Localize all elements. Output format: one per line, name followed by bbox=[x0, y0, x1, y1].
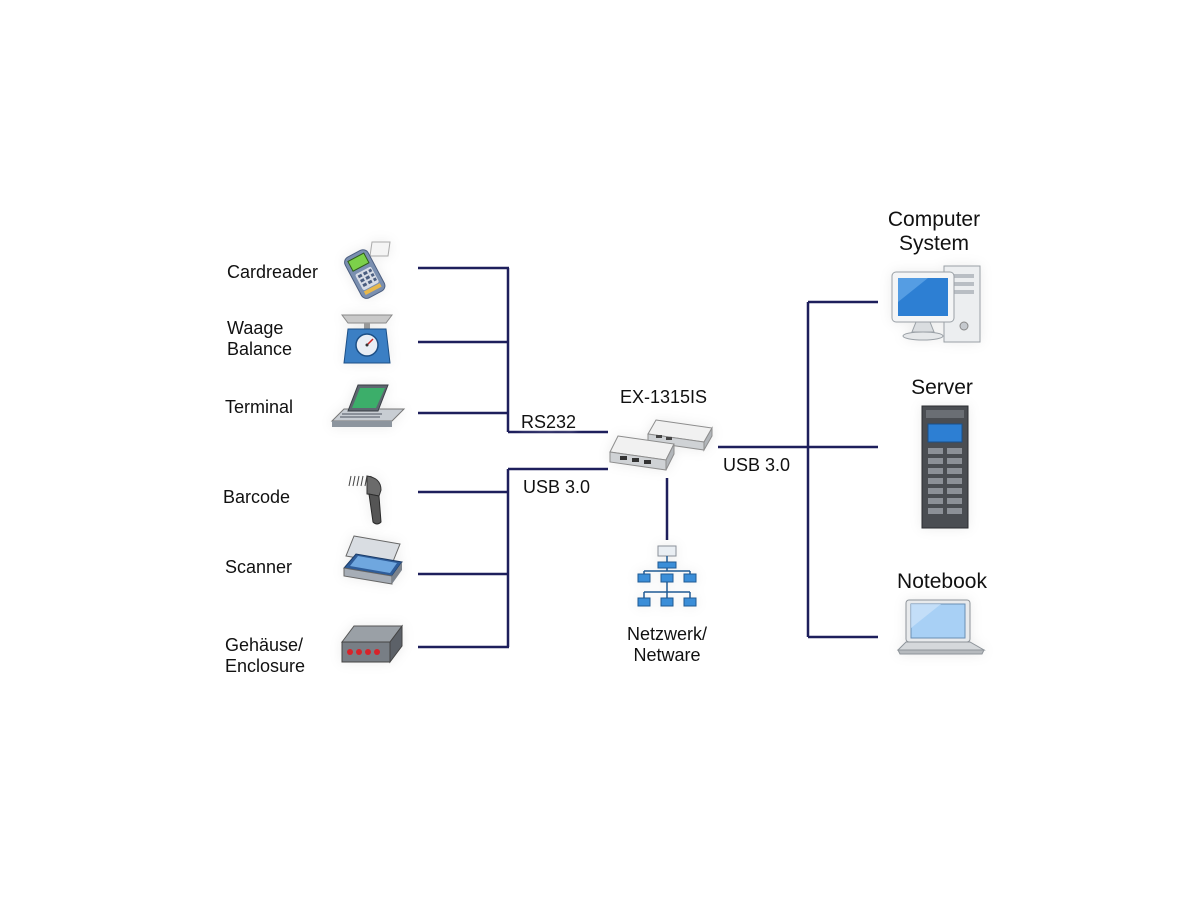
label-netzwerk: Netzwerk/ bbox=[626, 624, 707, 644]
label-balance: Balance bbox=[227, 339, 293, 359]
usb-hub-icon bbox=[608, 414, 720, 485]
label-waage: Waage bbox=[227, 318, 284, 338]
label-gehaeuse: Gehäuse/ bbox=[225, 635, 304, 655]
label-computer: Computer bbox=[887, 208, 981, 231]
cardreader-icon bbox=[336, 240, 396, 301]
notebook-icon bbox=[896, 598, 988, 665]
label-netware: Netware bbox=[633, 645, 701, 665]
label-notebook: Notebook bbox=[897, 570, 987, 593]
label-cardreader: Cardreader bbox=[227, 262, 319, 282]
desktop-computer-icon bbox=[888, 262, 988, 351]
label-usb-left: USB 3.0 bbox=[523, 477, 591, 497]
scale-icon bbox=[338, 307, 396, 372]
label-enclosure: Enclosure bbox=[225, 656, 306, 676]
flatbed-scanner-icon bbox=[340, 534, 406, 601]
label-barcode: Barcode bbox=[223, 487, 291, 507]
label-rs232: RS232 bbox=[521, 412, 577, 432]
label-server: Server bbox=[911, 376, 973, 399]
label-scanner: Scanner bbox=[225, 557, 293, 577]
terminal-icon bbox=[330, 381, 406, 436]
network-topology-icon bbox=[634, 540, 704, 619]
server-rack-icon bbox=[920, 404, 972, 535]
label-terminal: Terminal bbox=[225, 397, 294, 417]
enclosure-icon bbox=[340, 620, 406, 673]
barcode-scanner-icon bbox=[347, 472, 387, 533]
label-usb-right: USB 3.0 bbox=[723, 455, 791, 475]
label-system: System bbox=[898, 232, 969, 255]
label-hub: EX-1315IS bbox=[620, 387, 708, 407]
